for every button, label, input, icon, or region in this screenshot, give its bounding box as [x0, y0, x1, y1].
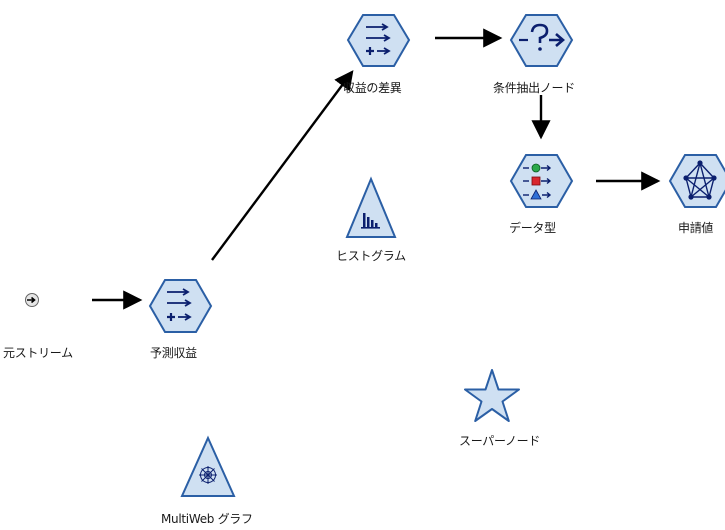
derive-hexagon-icon [148, 279, 213, 333]
supernode-label: スーパーノード [459, 434, 541, 448]
source-stream-node[interactable] [25, 293, 39, 307]
profit-difference-node[interactable] [346, 14, 411, 67]
histogram-triangle-icon [345, 176, 397, 238]
profit-difference-label: 収益の差異 [343, 81, 402, 95]
histogram-label: ヒストグラム [336, 249, 406, 263]
data-type-node[interactable] [509, 154, 574, 208]
condition-select-label: 条件抽出ノード [493, 81, 575, 95]
multiweb-graph-label: MultiWeb グラフ [161, 512, 253, 526]
application-value-label: 申請値 [678, 221, 714, 235]
data-type-label: データ型 [509, 221, 556, 235]
source-stream-icon [25, 293, 39, 307]
connections [92, 28, 661, 310]
star-icon [464, 369, 520, 422]
source-stream-label: 元ストリーム [3, 346, 73, 360]
web-triangle-icon [180, 435, 236, 497]
connection-predicted-to-difference[interactable] [211, 70, 354, 261]
histogram-node[interactable] [345, 176, 397, 238]
select-hexagon-icon [509, 14, 574, 67]
supernode-node[interactable] [464, 369, 520, 422]
multiweb-graph-node[interactable] [180, 435, 236, 497]
predicted-profit-label: 予測収益 [150, 346, 197, 360]
type-hexagon-icon [509, 154, 574, 208]
application-value-node[interactable] [668, 154, 725, 208]
web-network-hexagon-icon [668, 154, 725, 208]
predicted-profit-node[interactable] [148, 279, 213, 333]
condition-select-node[interactable] [509, 14, 574, 67]
derive-hexagon-icon [346, 14, 411, 67]
